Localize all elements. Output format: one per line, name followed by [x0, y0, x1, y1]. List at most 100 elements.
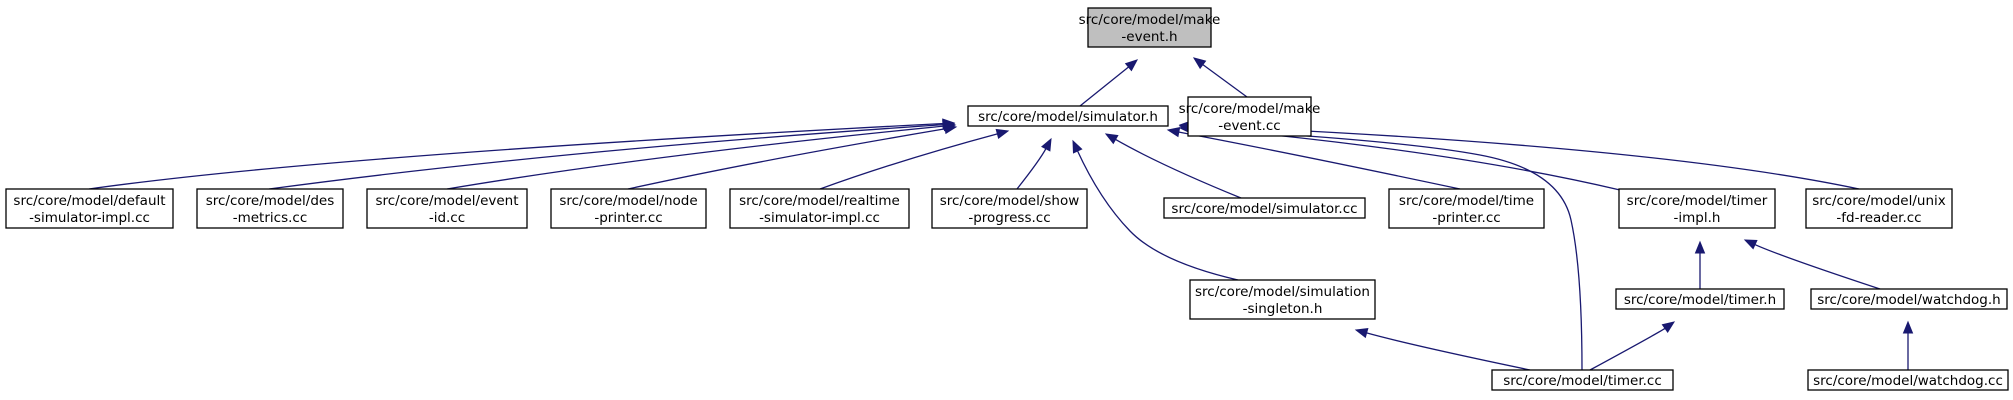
- arrowhead: [1104, 133, 1119, 145]
- node-event-id[interactable]: src/core/model/event-id.cc: [366, 188, 528, 229]
- node-make-event-cc[interactable]: src/core/model/make-event.cc: [1179, 96, 1321, 137]
- node-label-line: -simulator-impl.cc: [29, 210, 150, 226]
- node-label-line: -id.cc: [429, 210, 465, 226]
- node-timer-h[interactable]: src/core/model/timer.h: [1615, 288, 1785, 310]
- edge-timer_cc-to-sim_singleton: [1354, 328, 1531, 371]
- edge-show_progress-to-simulator_h: [1016, 137, 1052, 190]
- node-label-line: src/core/model/realtime: [739, 193, 900, 209]
- node-simulator-cc[interactable]: src/core/model/simulator.cc: [1163, 197, 1366, 219]
- nodes-layer: src/core/model/make-event.hsrc/core/mode…: [5, 7, 2009, 391]
- arrowhead: [1124, 59, 1139, 72]
- node-timer-impl[interactable]: src/core/model/timer-impl.h: [1618, 188, 1776, 229]
- node-make-event-h: src/core/model/make-event.h: [1079, 7, 1221, 48]
- node-box: [1187, 96, 1312, 137]
- node-label-line: src/core/model/simulator.cc: [1171, 201, 1357, 217]
- node-node-printer[interactable]: src/core/model/node-printer.cc: [550, 188, 707, 229]
- node-label-line: src/core/model/node: [559, 193, 697, 209]
- node-label-line: src/core/model/timer.cc: [1503, 373, 1662, 389]
- edge-timer_h-to-timer_impl: [1694, 240, 1706, 290]
- node-realtime-sim-impl[interactable]: src/core/model/realtime-simulator-impl.c…: [729, 188, 910, 229]
- node-label-line: -printer.cc: [594, 210, 662, 226]
- edge-sim_singleton-to-simulator_h: [1072, 139, 1239, 281]
- edge-timer_cc-to-timer_h: [1589, 321, 1676, 371]
- arrowhead: [1041, 137, 1052, 152]
- node-box: [1618, 188, 1776, 229]
- node-box: [1807, 369, 2009, 391]
- node-label-line: src/core/model/event: [375, 193, 518, 209]
- edge-line: [1177, 131, 1461, 190]
- edge-line: [88, 122, 945, 190]
- edge-line: [627, 128, 947, 190]
- node-box: [1388, 188, 1545, 229]
- edge-node_printer-to-simulator_h: [627, 123, 958, 190]
- arrowhead: [1661, 321, 1676, 333]
- edge-line: [819, 132, 999, 190]
- node-label-line: -event.cc: [1218, 118, 1280, 134]
- node-default-sim-impl[interactable]: src/core/model/default-simulator-impl.cc: [5, 188, 174, 229]
- node-box: [1087, 7, 1212, 48]
- node-simulator-h[interactable]: src/core/model/simulator.h: [967, 105, 1169, 127]
- edge-line: [1079, 65, 1130, 107]
- edge-timer_cc-to-simulator_h: [1178, 123, 1583, 371]
- node-label-line: src/core/model/des: [206, 193, 335, 209]
- arrowhead: [943, 123, 958, 135]
- edge-line: [1189, 124, 1860, 190]
- node-label-line: -printer.cc: [1432, 210, 1500, 226]
- node-label-line: -event.h: [1121, 29, 1177, 45]
- node-label-line: -impl.h: [1674, 210, 1721, 226]
- node-label-line: src/core/model/make: [1179, 101, 1321, 117]
- node-label-line: src/core/model/unix: [1812, 193, 1945, 209]
- edge-line: [268, 124, 945, 190]
- edge-line: [1589, 327, 1667, 371]
- node-time-printer[interactable]: src/core/model/time-printer.cc: [1388, 188, 1545, 229]
- node-watchdog-h[interactable]: src/core/model/watchdog.h: [1810, 288, 2008, 310]
- node-label-line: src/core/model/timer: [1627, 193, 1768, 209]
- node-unix-fd-reader[interactable]: src/core/model/unix-fd-reader.cc: [1805, 188, 1953, 229]
- node-box: [931, 188, 1088, 229]
- node-box: [967, 105, 1169, 127]
- node-watchdog-cc[interactable]: src/core/model/watchdog.cc: [1807, 369, 2009, 391]
- node-sim-singleton[interactable]: src/core/model/simulation-singleton.h: [1189, 279, 1376, 320]
- node-box: [196, 188, 344, 229]
- edge-line: [1201, 63, 1248, 98]
- arrowhead: [995, 128, 1010, 140]
- edge-time_printer-to-simulator_h: [1166, 126, 1461, 190]
- node-label-line: -simulator-impl.cc: [759, 210, 880, 226]
- edge-line: [446, 125, 946, 190]
- node-timer-cc[interactable]: src/core/model/timer.cc: [1491, 369, 1674, 391]
- arrowhead: [1743, 239, 1758, 250]
- node-box: [1491, 369, 1674, 391]
- node-label-line: -fd-reader.cc: [1836, 210, 1921, 226]
- node-label-line: -singleton.h: [1243, 301, 1323, 317]
- node-box: [1810, 288, 2008, 310]
- node-label-line: src/core/model/watchdog.h: [1817, 292, 2000, 308]
- node-box: [550, 188, 707, 229]
- edge-realtime_sim_impl-to-simulator_h: [819, 128, 1010, 190]
- node-label-line: src/core/model/simulation: [1195, 284, 1370, 300]
- node-box: [729, 188, 910, 229]
- node-des-metrics[interactable]: src/core/model/des-metrics.cc: [196, 188, 344, 229]
- edge-line: [1753, 243, 1881, 290]
- node-label-line: src/core/model/time: [1399, 193, 1534, 209]
- node-box: [1615, 288, 1785, 310]
- edge-watchdog_h-to-timer_impl: [1743, 239, 1881, 290]
- edge-line: [1016, 147, 1047, 190]
- edge-make_event_cc-to-make_event_h: [1192, 57, 1248, 98]
- edge-line: [1189, 127, 1583, 371]
- node-label-line: src/core/model/timer.h: [1624, 292, 1776, 308]
- edge-default_sim_impl-to-simulator_h: [88, 118, 956, 190]
- node-box: [366, 188, 528, 229]
- arrowhead: [1166, 126, 1181, 138]
- node-label-line: src/core/model/simulator.h: [978, 109, 1158, 125]
- arrowhead: [1192, 57, 1207, 70]
- node-label-line: src/core/model/default: [13, 193, 165, 209]
- arrowhead: [1694, 240, 1706, 254]
- node-box: [1189, 279, 1376, 320]
- arrowhead: [1072, 139, 1083, 154]
- node-box: [1805, 188, 1953, 229]
- node-box: [5, 188, 174, 229]
- node-show-progress[interactable]: src/core/model/show-progress.cc: [931, 188, 1088, 229]
- node-label-line: src/core/model/make: [1079, 12, 1221, 28]
- node-label-line: -progress.cc: [968, 210, 1050, 226]
